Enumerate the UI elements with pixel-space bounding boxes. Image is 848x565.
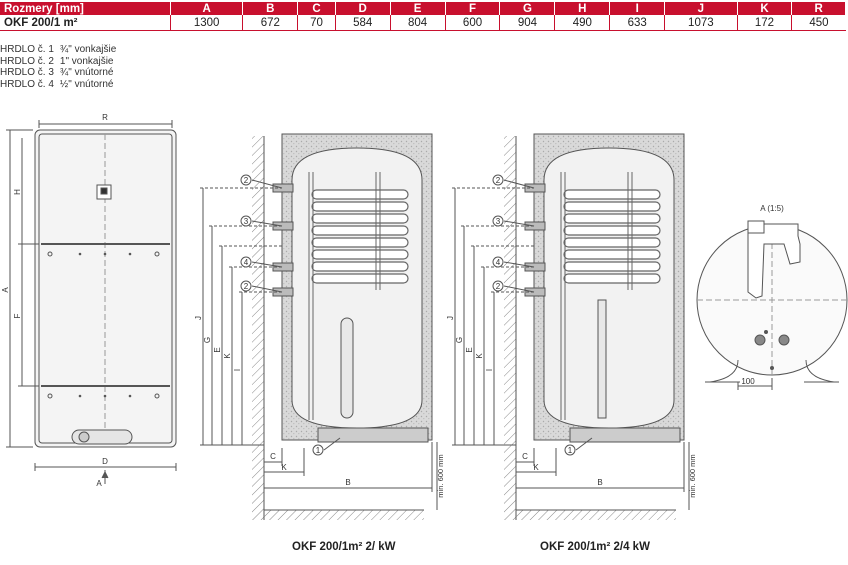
col-j: J [664, 2, 738, 15]
callout: 2 [244, 176, 249, 185]
callout: 2 [496, 176, 501, 185]
callout: 2 [496, 282, 501, 291]
dim-label: J [194, 316, 203, 320]
section-view-1: 2 3 4 2 1 J G E K I C K B min. 600 mm [194, 133, 445, 520]
nozzle-item: HRDLO č. 1 ¾" vonkajšie [0, 44, 116, 56]
cell-r: 450 [791, 15, 846, 31]
cell-g: 904 [499, 15, 556, 31]
dim-label: K [223, 353, 232, 359]
dim-label: B [345, 478, 350, 487]
nozzle-value: 1" vonkajšie [59, 55, 114, 67]
callout: 2 [244, 282, 249, 291]
col-a: A [170, 2, 244, 15]
col-f: F [445, 2, 501, 15]
nozzle-label: HRDLO č. 3 [0, 67, 54, 78]
dim-label: G [203, 337, 212, 343]
dim-label: I [485, 369, 494, 371]
col-e: E [390, 2, 446, 15]
table-row: OKF 200/1 m² 1300 672 70 584 804 600 904… [0, 15, 846, 31]
dim-a-label: A [1, 287, 10, 293]
nozzle-item: HRDLO č. 4 ½" vnútorné [0, 79, 116, 91]
nozzle-value: ¾" vnútorné [59, 67, 114, 78]
dim-label: I [233, 369, 242, 371]
cell-k: 172 [737, 15, 793, 31]
dim-d-label: D [102, 457, 108, 466]
dim-label: C [270, 452, 276, 461]
dim-label: C [522, 452, 528, 461]
callout: 4 [496, 258, 501, 267]
dim-r-label: R [102, 113, 108, 122]
dimensions-table: Rozmery [mm] A B C D E F G H I J K R OKF… [0, 2, 846, 31]
nozzle-item: HRDLO č. 2 1" vonkajšie [0, 56, 116, 68]
caption-section-1: OKF 200/1m² 2/ kW [292, 541, 396, 553]
dim-label: J [446, 316, 455, 320]
cell-b: 672 [242, 15, 299, 31]
nozzle-item: HRDLO č. 3 ¾" vnútorné [0, 67, 116, 79]
dim-label: E [213, 347, 222, 352]
col-b: B [242, 2, 299, 15]
detail-label: A (1:5) [760, 204, 784, 213]
dim-label: K [281, 463, 287, 472]
cell-f: 600 [445, 15, 501, 31]
cell-i: 633 [609, 15, 666, 31]
floor-clearance-label: min. 600 mm [688, 454, 697, 497]
cell-e: 804 [390, 15, 446, 31]
cell-c: 70 [297, 15, 336, 31]
nozzle-label: HRDLO č. 1 [0, 44, 54, 55]
dim-label: K [475, 353, 484, 359]
callout: 4 [244, 258, 249, 267]
section-mark: A [96, 479, 102, 488]
col-c: C [297, 2, 336, 15]
dim-100-label: 100 [741, 377, 755, 386]
callout: 1 [568, 446, 573, 455]
cell-h: 490 [554, 15, 611, 31]
dim-f-label: F [13, 313, 22, 318]
front-view [6, 120, 177, 484]
cell-a: 1300 [170, 15, 244, 31]
dim-label: K [533, 463, 539, 472]
callout: 1 [316, 446, 321, 455]
col-k: K [737, 2, 793, 15]
col-i: I [609, 2, 666, 15]
floor-clearance-label: min. 600 mm [436, 454, 445, 497]
dim-label: E [465, 347, 474, 352]
nozzle-label: HRDLO č. 4 [0, 78, 54, 90]
callout: 3 [244, 217, 249, 226]
table-header-row: Rozmery [mm] A B C D E F G H I J K R [0, 2, 846, 15]
nozzle-value: ¾" vonkajšie [59, 44, 117, 55]
front-view-labels: R D A H F A [1, 113, 108, 488]
side-view [696, 220, 848, 390]
caption-section-2: OKF 200/1m² 2/4 kW [540, 541, 650, 553]
col-d: D [335, 2, 391, 15]
col-g: G [499, 2, 556, 15]
nozzle-label: HRDLO č. 2 [0, 55, 54, 67]
dim-label: B [597, 478, 602, 487]
dim-label: G [455, 337, 464, 343]
dim-h-label: H [13, 189, 22, 195]
table-header-label: Rozmery [mm] [0, 2, 171, 15]
callout: 3 [496, 217, 501, 226]
col-h: H [554, 2, 611, 15]
nozzle-value: ½" vnútorné [59, 78, 114, 90]
cell-j: 1073 [664, 15, 738, 31]
section-view-2: 2 3 4 2 1 J G E K I C K B min. 600 mm [446, 133, 697, 520]
col-r: R [791, 2, 846, 15]
side-view-labels: A (1:5) 100 [741, 204, 784, 386]
cell-d: 584 [335, 15, 391, 31]
row-label: OKF 200/1 m² [0, 15, 171, 31]
nozzle-list: HRDLO č. 1 ¾" vonkajšie HRDLO č. 2 1" vonk… [0, 44, 116, 90]
